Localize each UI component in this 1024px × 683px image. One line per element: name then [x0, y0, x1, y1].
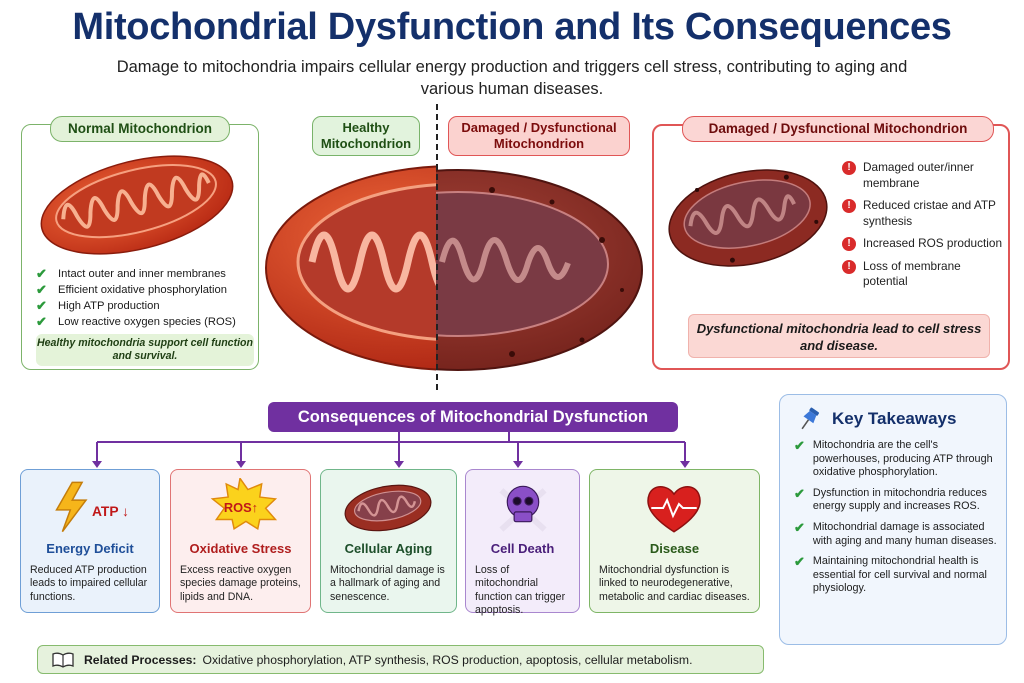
card-description: Mitochondrial dysfunction is linked to n… [599, 564, 750, 603]
page-subtitle: Damage to mitochondria impairs cellular … [116, 58, 908, 98]
atp-badge: ATP ↓ [92, 504, 129, 519]
list-item: ✔Efficient oxidative phosphorylation [36, 282, 227, 297]
card-title: Cellular Aging [344, 541, 433, 556]
key-takeaways-title: Key Takeaways [832, 409, 957, 428]
key-takeaways-panel: Key Takeaways ✔Mitochondria are the cell… [779, 394, 1007, 645]
card-description: Mitochondrial damage is a hallmark of ag… [330, 564, 445, 603]
alert-icon: ! [842, 199, 856, 213]
check-icon: ✔ [36, 298, 47, 313]
key-takeaways-header: Key Takeaways [796, 405, 996, 433]
list-item: !Reduced cristae and ATP synthesis [842, 198, 1006, 229]
related-processes-bar: Related Processes: Oxidative phosphoryla… [37, 645, 764, 674]
list-item: !Loss of membrane potential [842, 259, 1006, 290]
energy-deficit-card: ATP ↓ Energy Deficit Reduced ATP product… [20, 469, 160, 613]
check-icon: ✔ [36, 266, 47, 281]
check-icon: ✔ [794, 438, 805, 453]
book-icon [52, 652, 74, 668]
card-description: Loss of mitochondrial function can trigg… [475, 564, 566, 617]
cell-death-card: Cell Death Loss of mitochondrial functio… [465, 469, 580, 616]
check-icon: ✔ [794, 554, 805, 570]
list-item: ✔High ATP production [36, 298, 160, 313]
alert-icon: ! [842, 161, 856, 175]
normal-panel-heading: Normal Mitochondrion [50, 116, 230, 142]
list-item: !Damaged outer/inner membrane [842, 160, 1006, 191]
check-icon: ✔ [36, 314, 47, 329]
related-processes-label: Related Processes: [84, 652, 197, 667]
card-title: Oxidative Stress [189, 541, 292, 556]
pushpin-icon [801, 407, 820, 430]
heart-icon [647, 485, 701, 533]
card-description: Reduced ATP production leads to impaired… [30, 564, 148, 603]
list-item: ✔Low reactive oxygen species (ROS) [36, 314, 236, 329]
healthy-damaged-divider [436, 104, 438, 390]
lightning-icon: ATP ↓ [55, 481, 129, 533]
card-title: Disease [649, 541, 700, 556]
consequences-heading: Consequences of Mitochondrial Dysfunctio… [268, 402, 678, 432]
skull-icon [499, 485, 547, 532]
list-item: !Increased ROS production [842, 236, 1006, 252]
normal-panel-note: Healthy mitochondria support cell functi… [36, 334, 254, 366]
related-processes-text: Oxidative phosphorylation, ATP synthesis… [202, 652, 693, 667]
key-takeaways-list: ✔Mitochondria are the cell's powerhouses… [794, 439, 999, 603]
list-item: ✔Intact outer and inner membranes [36, 266, 226, 281]
damaged-mitochondrion-illustration [668, 169, 828, 267]
normal-features-list: ✔Intact outer and inner membranes ✔Effic… [36, 266, 256, 330]
comparison-mitochondrion-illustration [265, 165, 643, 371]
ros-badge: ROS↑ [224, 500, 258, 515]
damaged-label: Damaged / Dysfunctional Mitochondrion [448, 116, 630, 156]
card-description: Excess reactive oxygen species damage pr… [180, 564, 301, 603]
damaged-features-list: !Damaged outer/inner membrane !Reduced c… [842, 160, 1006, 297]
check-icon: ✔ [794, 485, 805, 501]
list-item: ✔Dysfunction in mitochondria reduces ene… [794, 485, 987, 513]
card-title: Cell Death [490, 541, 555, 556]
alert-icon: ! [842, 237, 856, 251]
disease-card: Disease Mitochondrial dysfunction is lin… [589, 469, 760, 613]
oxidative-stress-card: ROS↑ Oxidative Stress Excess reactive ox… [170, 469, 311, 613]
alert-icon: ! [842, 259, 856, 274]
healthy-label: Healthy Mitochondrion [312, 116, 420, 156]
damaged-panel-heading: Damaged / Dysfunctional Mitochondrion [682, 116, 994, 142]
list-item: ✔Maintaining mitochondrial health is ess… [794, 554, 987, 595]
damaged-panel-note: Dysfunctional mitochondria lead to cell … [688, 314, 990, 358]
list-item: ✔Mitochondrial damage is associated with… [794, 519, 997, 547]
check-icon: ✔ [36, 282, 47, 297]
burst-icon: ROS↑ [210, 478, 278, 531]
card-title: Energy Deficit [46, 541, 134, 556]
list-item: ✔Mitochondria are the cell's powerhouses… [794, 438, 993, 479]
page-title: Mitochondrial Dysfunction and Its Conseq… [72, 6, 952, 48]
cellular-aging-card: Cellular Aging Mitochondrial damage is a… [320, 469, 457, 613]
check-icon: ✔ [794, 519, 805, 535]
damaged-mitochondrion-icon [344, 484, 432, 532]
normal-mitochondrion-illustration [40, 155, 234, 255]
